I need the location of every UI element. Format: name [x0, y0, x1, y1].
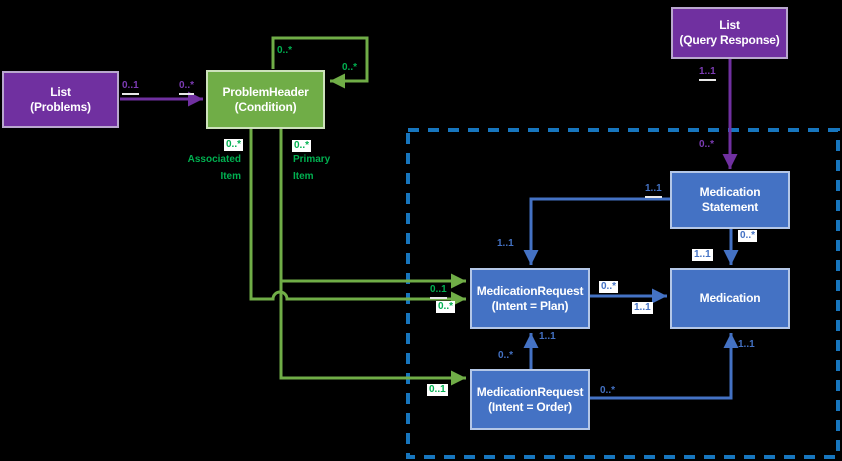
association-name-line: Associated: [187, 154, 241, 165]
node-title: List: [50, 84, 71, 99]
edge-associated-item-to-medication-request-plan: [249, 129, 466, 307]
association-name-line: Primary: [293, 154, 331, 165]
medication-resources-boundary: [406, 128, 840, 459]
node-medication: Medication: [670, 268, 790, 329]
mult-associated-item-source: 0..*: [224, 139, 244, 151]
mult-query-response-source: 1..1: [699, 66, 716, 81]
mult-order-to-plan-source: 0..*: [498, 350, 514, 361]
node-title: ProblemHeader: [222, 84, 309, 99]
node-subtitle: (Intent = Plan): [491, 298, 569, 313]
mult-associated-to-plan-target: 0..*: [436, 301, 456, 313]
mult-plan-to-medication-target: 1..1: [632, 302, 653, 314]
node-subtitle: (Condition): [234, 99, 297, 114]
node-subtitle: Statement: [701, 200, 759, 214]
edge-order-to-medication: [590, 333, 739, 400]
edge-problem-header-self-loop: [271, 36, 369, 89]
mult-statement-to-medication-target: 1..1: [692, 249, 713, 261]
mult-query-response-target: 0..*: [699, 139, 715, 150]
node-subtitle: (Query Response): [679, 33, 780, 47]
node-subtitle: (Problems): [30, 99, 91, 114]
mult-self-loop-target: 0..*: [342, 62, 358, 73]
mult-statement-to-plan-source: 1..1: [645, 183, 662, 198]
association-name-associated-item: Associated Item: [181, 151, 241, 185]
association-name-primary-item: Primary Item: [293, 151, 353, 185]
node-title: MedicationRequest: [476, 384, 584, 399]
node-medication-request-order: MedicationRequest (Intent = Order): [470, 369, 590, 430]
node-problem-header-condition: ProblemHeader (Condition): [206, 70, 325, 129]
mult-primary-to-plan-target: 0..1: [430, 284, 447, 299]
mult-order-to-plan-target: 1..1: [539, 331, 556, 342]
mult-order-to-medication-source: 0..*: [600, 385, 616, 396]
node-medication-statement: Medication Statement: [670, 171, 790, 229]
node-subtitle: (Intent = Order): [488, 399, 572, 414]
node-title: Medication: [699, 291, 761, 305]
mult-self-loop-source: 0..*: [277, 45, 293, 56]
mult-statement-to-plan-target: 1..1: [497, 238, 514, 249]
mult-statement-to-medication-source: 0..*: [738, 230, 758, 242]
node-title: Medication: [699, 185, 761, 199]
node-title: MedicationRequest: [476, 283, 584, 298]
mult-list-problems-target: 0..*: [179, 80, 195, 95]
association-name-line: Item: [293, 171, 314, 182]
node-list-problems: List (Problems): [2, 71, 119, 128]
mult-primary-item-source: 0..*: [292, 140, 312, 152]
node-list-query-response: List (Query Response): [671, 7, 788, 59]
node-medication-request-plan: MedicationRequest (Intent = Plan): [470, 268, 590, 329]
mult-plan-to-medication-source: 0..*: [599, 281, 619, 293]
mult-list-problems-source: 0..1: [122, 80, 139, 95]
association-name-line: Item: [220, 171, 241, 182]
mult-primary-to-order-target: 0..1: [427, 384, 448, 396]
edge-medication-statement-to-plan: [523, 197, 670, 265]
edge-primary-item-to-medication-request-order: [279, 129, 466, 386]
node-title: List: [719, 18, 740, 32]
mult-order-to-medication-target: 1..1: [738, 339, 755, 350]
